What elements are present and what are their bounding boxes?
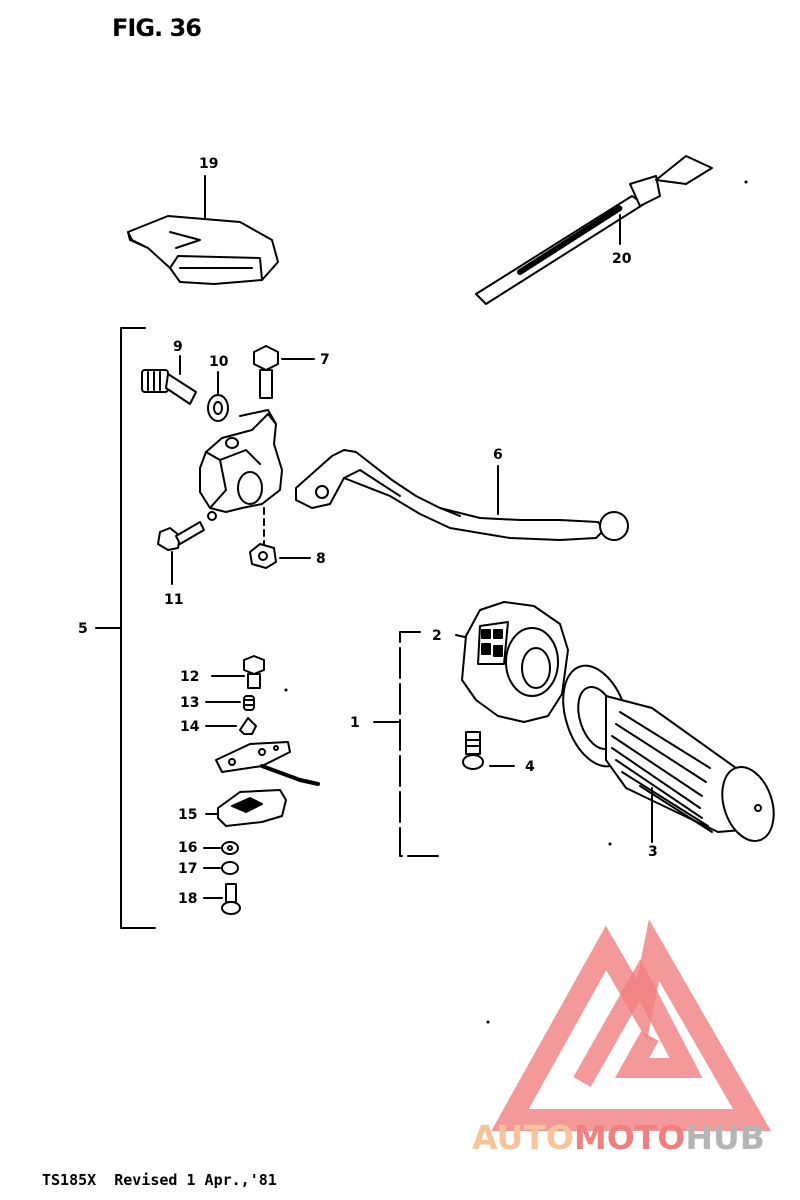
callout-9: 9 (173, 339, 183, 355)
part-3-grip (562, 664, 775, 843)
callout-5: 5 (78, 621, 88, 637)
callout-7: 7 (320, 352, 330, 368)
callout-1: 1 (350, 715, 360, 731)
part-17-nut (203, 861, 239, 875)
part-14-clip (205, 717, 257, 735)
callout-13: 13 (180, 695, 200, 711)
callout-2: 2 (432, 628, 442, 644)
callout-12: 12 (180, 669, 200, 685)
footer-revision: Revised 1 Apr.,'81 (114, 1171, 277, 1189)
part-16-washer (203, 841, 239, 855)
callout-16: 16 (178, 840, 198, 856)
callout-6: 6 (493, 447, 503, 463)
part-18-screw (203, 883, 241, 915)
lever-holder (199, 409, 283, 521)
callout-10: 10 (209, 354, 229, 370)
switch-plate (215, 741, 320, 786)
figure-title: FIG. 36 (112, 14, 202, 42)
footer: TS185X Revised 1 Apr.,'81 (42, 1171, 277, 1189)
part-12-screw (211, 655, 265, 689)
part-13-spring (205, 695, 255, 711)
watermark-logo (491, 919, 772, 1131)
part-6-lever (295, 449, 629, 541)
part-15-switch (205, 789, 287, 827)
part-19-cover (127, 175, 279, 285)
callout-18: 18 (178, 891, 198, 907)
watermark-auto: AUTO (472, 1118, 574, 1157)
callout-15: 15 (178, 807, 198, 823)
callout-20: 20 (612, 251, 632, 267)
watermark-moto: MOTO (573, 1118, 686, 1157)
assembly-5-bracket (95, 327, 156, 929)
callout-4: 4 (525, 759, 535, 775)
part-9-adjuster-bolt (141, 355, 197, 405)
footer-model: TS185X (42, 1171, 97, 1189)
part-8-nut (249, 507, 311, 569)
watermark-text: AUTOMOTOHUB (472, 1118, 765, 1157)
part-2-switch-housing (461, 601, 569, 723)
callout-14: 14 (180, 719, 200, 735)
callout-19: 19 (199, 156, 219, 172)
callout-11: 11 (164, 592, 184, 608)
callout-17: 17 (178, 861, 198, 877)
callout-3: 3 (648, 844, 658, 860)
part-20-cable-strap (475, 155, 713, 305)
part-4-screw (462, 731, 515, 770)
watermark-hub: HUB (685, 1118, 765, 1157)
part-7-pivot-bolt (253, 345, 315, 399)
part-10-locknut (207, 371, 229, 422)
part-11-screw (157, 521, 205, 585)
callout-8: 8 (316, 551, 326, 567)
